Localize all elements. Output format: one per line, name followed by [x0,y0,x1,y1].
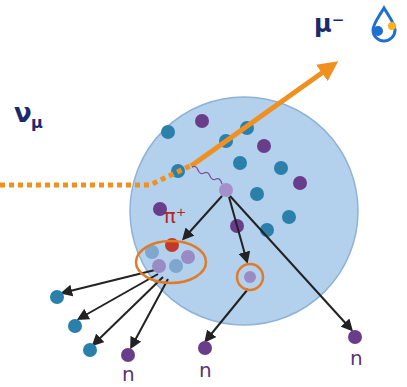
boson-line [192,166,222,184]
particle-label: ν [14,100,32,126]
cluster-ring [237,264,263,290]
cluster-nucleon [244,271,256,283]
pion-group: π⁺ [134,204,216,286]
logo [373,8,396,41]
neutron-label: n [199,360,212,380]
emitted-particles [50,290,362,362]
particle-label: μ⁻ [314,12,344,36]
neutron-label: n [122,364,135,384]
particle-label: π⁺ [134,206,216,226]
muon-arrow [191,70,326,166]
neutrino-line [0,166,190,185]
subscript-label: μ [31,115,43,131]
tracks [66,196,349,344]
struck-nucleon [219,183,233,197]
neutron-label: n [350,348,363,368]
